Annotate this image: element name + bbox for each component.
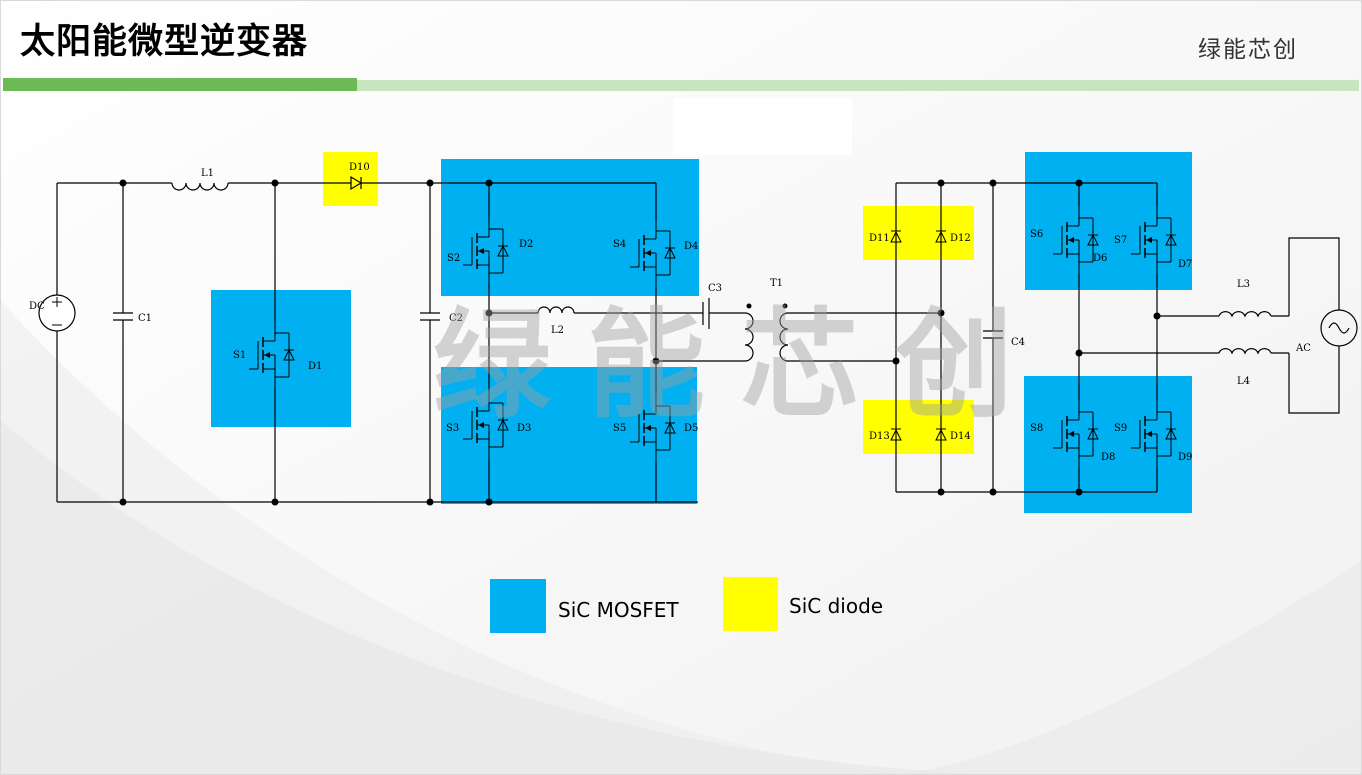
legend-label-mosfet: SiC MOSFET (558, 598, 679, 622)
page-title: 太阳能微型逆变器 (20, 22, 309, 62)
label-c2: C2 (449, 313, 463, 324)
label-l3: L3 (1237, 279, 1250, 290)
junction-dots (119, 179, 1161, 506)
label-t1: T1 (770, 278, 783, 289)
label-d6: D6 (1093, 253, 1107, 264)
label-d9: D9 (1178, 452, 1192, 463)
label-d2: D2 (519, 239, 533, 250)
label-d13: D13 (869, 431, 890, 442)
label-d7: D7 (1178, 259, 1192, 270)
title-underline-accent (3, 78, 357, 91)
mosfet-box-s8-s9 (1024, 376, 1192, 513)
label-l4: L4 (1237, 376, 1250, 387)
label-ac: AC (1295, 343, 1311, 354)
label-s6: S6 (1030, 229, 1043, 240)
label-d11: D11 (869, 233, 890, 244)
legend-swatch-mosfet (490, 579, 546, 633)
label-s7: S7 (1114, 235, 1127, 246)
label-s1: S1 (233, 350, 246, 361)
label-d1: D1 (308, 361, 322, 372)
brand-name: 绿能芯创 (1198, 37, 1298, 63)
transformer-dot-primary (746, 303, 752, 309)
label-dc: DC (29, 301, 45, 312)
mosfet-box-s1 (211, 290, 351, 427)
label-d5: D5 (684, 423, 698, 434)
label-c3: C3 (708, 283, 722, 294)
label-l1: L1 (201, 168, 214, 179)
label-d8: D8 (1101, 452, 1115, 463)
label-s3: S3 (446, 423, 459, 434)
component-labels: DC AC L1 L2 L3 L4 C1 C2 C3 C4 T1 S1 S2 S… (29, 162, 1311, 463)
label-s8: S8 (1030, 423, 1043, 434)
label-c4: C4 (1011, 337, 1025, 348)
label-d3: D3 (517, 423, 531, 434)
mosfet-box-s3-s5 (441, 367, 697, 504)
label-s2: S2 (447, 253, 460, 264)
label-c1: C1 (138, 313, 152, 324)
title-underline-light (357, 80, 1359, 91)
dc-source-icon (52, 297, 62, 326)
label-d4: D4 (684, 241, 698, 252)
legend-label-diode: SiC diode (789, 594, 884, 618)
label-s9: S9 (1114, 423, 1127, 434)
label-s5: S5 (613, 423, 626, 434)
diode-box-d13-d14 (863, 400, 974, 454)
watermark: 绿能芯创 (433, 296, 1050, 434)
label-l2: L2 (551, 325, 564, 336)
label-d10: D10 (349, 162, 370, 173)
transformer-dot-secondary (782, 303, 788, 309)
legend-swatch-diode (723, 577, 778, 631)
mosfet-box-s6-s7 (1025, 152, 1192, 290)
label-s4: S4 (613, 239, 626, 250)
label-d14: D14 (950, 431, 971, 442)
wires (38, 175, 1358, 503)
diode-box-d11-d12 (863, 206, 974, 260)
label-d12: D12 (950, 233, 971, 244)
